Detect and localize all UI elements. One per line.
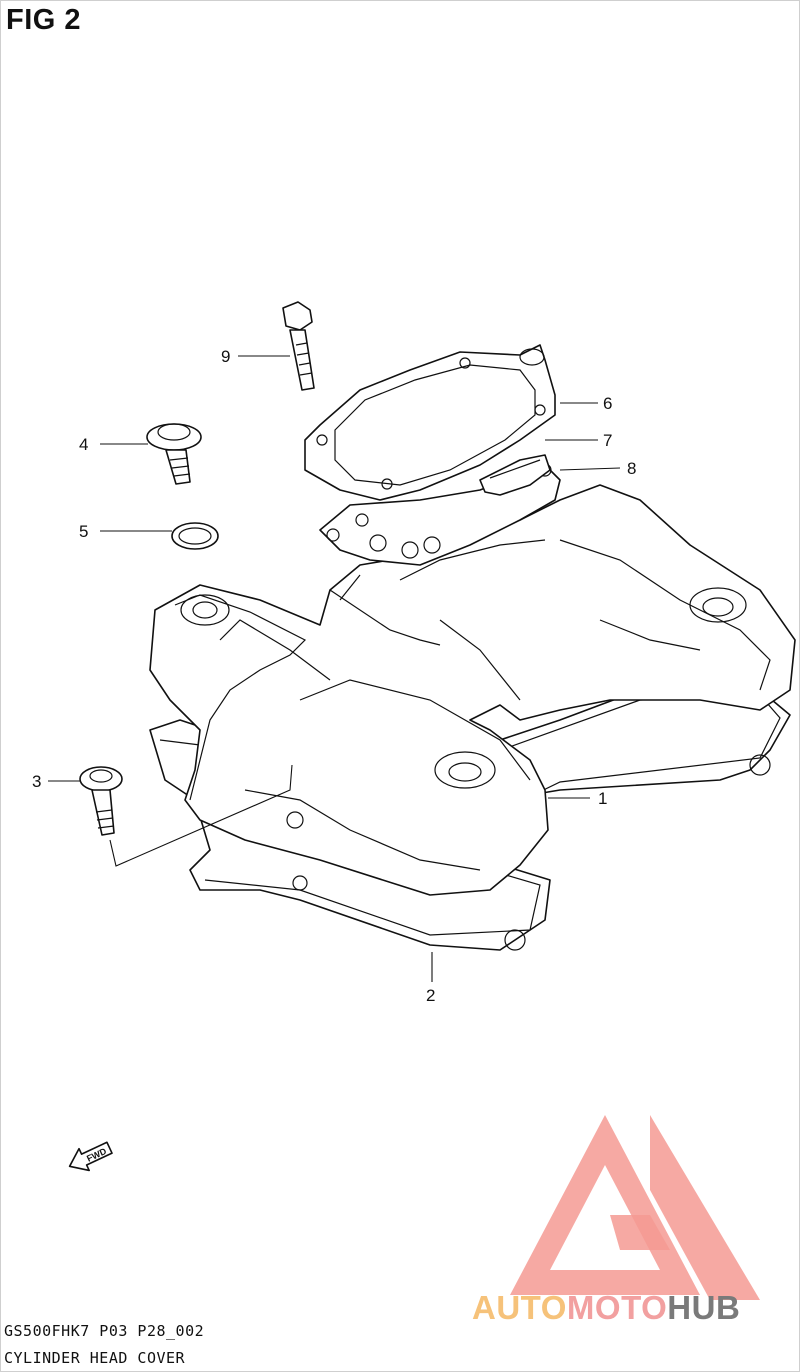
cylinder-head-cover-part-1 [149, 484, 796, 896]
figure-title: FIG 2 [6, 4, 82, 36]
bolt-part-9 [282, 301, 315, 391]
o-ring-part-5 [171, 522, 219, 550]
figure-code: GS500FHK7 P03 P28_002 [4, 1322, 205, 1340]
bolt-part-3 [79, 766, 123, 836]
automotohub-wordmark: AUTOMOTOHUB [472, 1289, 741, 1326]
automotohub-logo-icon [510, 1115, 760, 1300]
callout-4: 4 [79, 435, 88, 454]
reed-valve-part-7 [479, 454, 551, 496]
breather-cover-part-6 [304, 344, 556, 501]
callout-7: 7 [603, 431, 612, 450]
callout-9: 9 [221, 347, 230, 366]
callout-1: 1 [598, 789, 607, 808]
figure-caption: CYLINDER HEAD COVER [4, 1349, 186, 1367]
callout-8: 8 [627, 459, 636, 478]
callout-6: 6 [603, 394, 612, 413]
fwd-arrow-icon: FWD [68, 1141, 113, 1172]
callout-3: 3 [32, 772, 41, 791]
leader-3-assembly [109, 764, 293, 867]
leader-8 [559, 467, 621, 471]
bolt-part-4 [146, 423, 202, 485]
callout-2: 2 [426, 986, 435, 1005]
callout-5: 5 [79, 522, 88, 541]
